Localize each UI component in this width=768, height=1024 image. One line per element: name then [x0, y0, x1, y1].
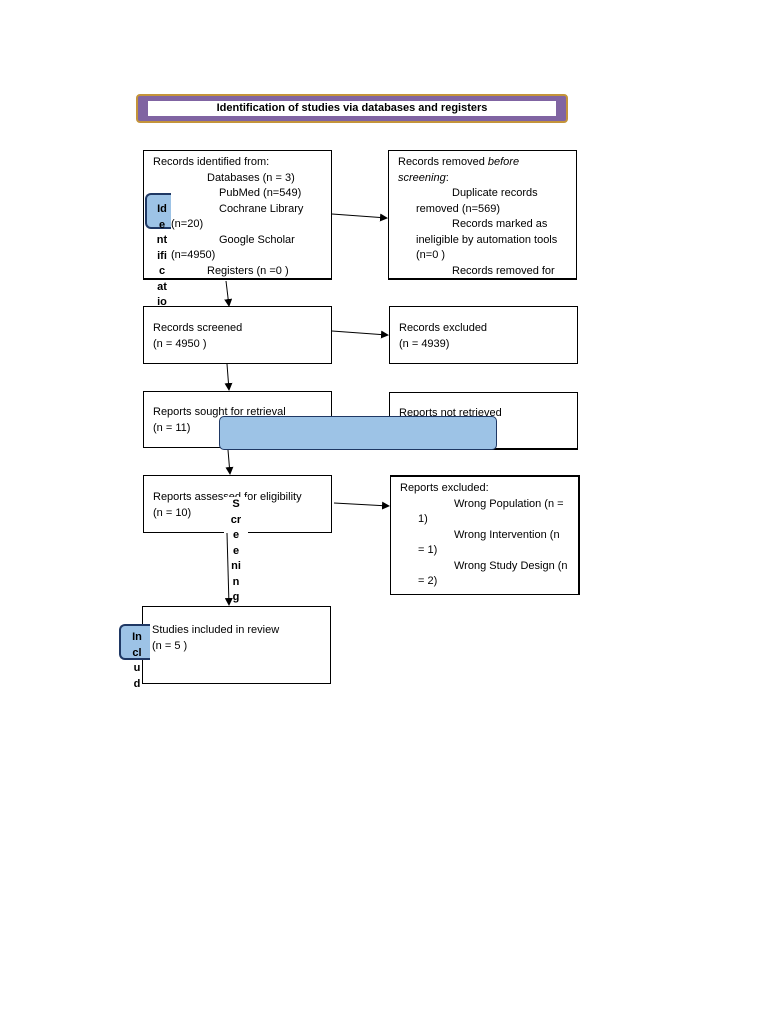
- reports-excluded-label: Reports excluded:: [400, 482, 489, 494]
- removed-heading: Records removed before screening:: [398, 156, 520, 184]
- arrow-assessed-to-excluded: [333, 501, 390, 510]
- records-excluded-box: Records excluded (n = 4939): [389, 306, 578, 364]
- arrow-screened-to-sought: [224, 363, 233, 391]
- screened-count: (n = 4950 ): [153, 337, 207, 350]
- identified-line: (n=20): [171, 218, 204, 230]
- excluded-count: (n = 4939): [399, 337, 450, 350]
- records-removed-box: Records removed before screening: Duplic…: [388, 150, 577, 280]
- removed-ineligible: Records marked as ineligible by automati…: [416, 218, 558, 261]
- reports-excluded-item: Wrong Population (n = 1): [418, 497, 564, 526]
- identified-line: Google Scholar: [219, 233, 295, 246]
- sought-label: Reports sought for retrieval: [153, 406, 286, 418]
- studies-included-box: Studies included in review (n = 5 ): [142, 606, 331, 684]
- arrow-identified-to-screened: [224, 280, 233, 307]
- header-banner: Identification of studies via databases …: [136, 94, 568, 123]
- arrow-assessed-to-included: [224, 532, 233, 606]
- identified-line: Cochrane Library: [219, 202, 304, 215]
- sought-count: (n = 11): [153, 421, 191, 434]
- screening-banner: [219, 416, 497, 450]
- arrow-identified-to-removed: [331, 213, 388, 222]
- included-label-vertical: In cl u d: [132, 631, 142, 690]
- arrow-screened-to-excluded: [331, 330, 389, 339]
- header-title: Identification of studies via databases …: [148, 101, 556, 116]
- reports-excluded-box: Reports excluded: Wrong Population (n = …: [390, 475, 580, 595]
- reports-excluded-item: Wrong Study Design (n = 2): [418, 559, 568, 588]
- included-side-tab: [119, 624, 150, 660]
- identified-line: PubMed (n=549): [219, 187, 302, 199]
- excluded-label: Records excluded: [399, 322, 488, 334]
- screened-label: Records screened: [153, 322, 243, 334]
- identified-line: Databases (n = 3): [207, 171, 295, 184]
- records-screened-box: Records screened (n = 4950 ): [143, 306, 332, 364]
- identification-side-tab: [145, 193, 171, 229]
- identified-line: (n=4950): [171, 249, 216, 261]
- identified-line: Records identified from:: [153, 156, 270, 168]
- removed-duplicates: Duplicate records removed (n=569): [416, 187, 538, 215]
- identification-label: Id e nt ifi c at io: [156, 203, 168, 308]
- included-label: Studies included in review: [152, 624, 280, 636]
- identified-line: Registers (n =0 ): [207, 264, 289, 277]
- included-count: (n = 5 ): [152, 639, 188, 652]
- reports-excluded-item: Wrong Intervention (n = 1): [418, 528, 560, 557]
- removed-other: Records removed for: [452, 264, 555, 277]
- records-identified-box: Records identified from: Databases (n = …: [143, 150, 332, 280]
- assessed-count: (n = 10): [153, 506, 192, 519]
- arrow-sought-to-assessed: [225, 449, 234, 475]
